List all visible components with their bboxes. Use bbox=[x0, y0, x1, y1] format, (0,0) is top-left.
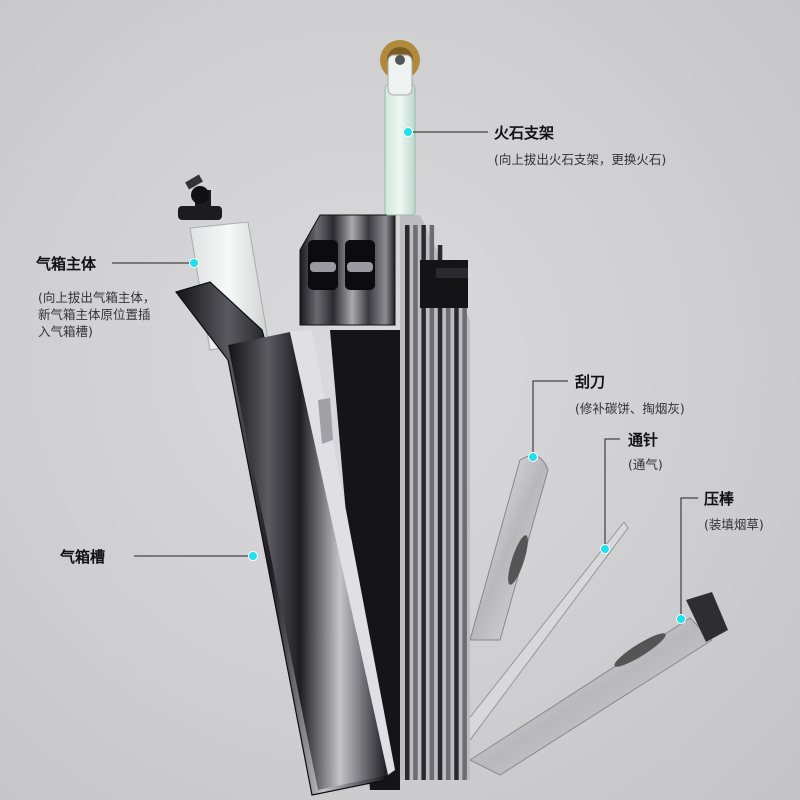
body-rib bbox=[405, 225, 410, 780]
leader-needle bbox=[604, 438, 620, 549]
needle-title: 通针 bbox=[628, 431, 659, 449]
leader-lines bbox=[112, 131, 698, 619]
lighter-main-body bbox=[299, 214, 470, 790]
gas-slot-title: 气箱槽 bbox=[60, 548, 106, 566]
leader-scraper bbox=[532, 380, 568, 457]
leader-tamper bbox=[680, 497, 698, 619]
flint-holder-desc: (向上拔出火石支架，更换火石) bbox=[494, 152, 667, 167]
gas-body-title: 气箱主体 bbox=[36, 255, 97, 273]
marker-dot bbox=[528, 452, 538, 462]
marker-dot bbox=[403, 127, 413, 137]
marker-dot bbox=[189, 258, 199, 268]
needle-desc: (通气) bbox=[628, 457, 663, 472]
tool-blades bbox=[459, 455, 728, 776]
marker-dot bbox=[600, 544, 610, 554]
body-rib bbox=[437, 245, 443, 780]
body-rib bbox=[454, 285, 459, 780]
body-rib bbox=[446, 265, 451, 780]
body-rib bbox=[462, 305, 467, 780]
body-rib bbox=[421, 225, 426, 780]
tamper-desc: (装填烟草) bbox=[704, 517, 764, 532]
body-rib bbox=[429, 225, 435, 780]
tamper-title: 压棒 bbox=[704, 490, 735, 508]
flint-holder bbox=[380, 40, 420, 216]
marker-dot bbox=[676, 614, 686, 624]
scraper-desc: (修补碳饼、掏烟灰) bbox=[575, 401, 685, 416]
body-rib bbox=[413, 225, 418, 780]
gas-body-desc: (向上拔出气箱主体， 新气箱主体原位置插 入气箱槽) bbox=[38, 290, 156, 339]
gas-box-slot bbox=[174, 281, 395, 796]
scraper-title: 刮刀 bbox=[575, 373, 606, 391]
markers bbox=[189, 127, 686, 624]
marker-dot bbox=[248, 551, 258, 561]
flint-holder-title: 火石支架 bbox=[494, 124, 555, 142]
